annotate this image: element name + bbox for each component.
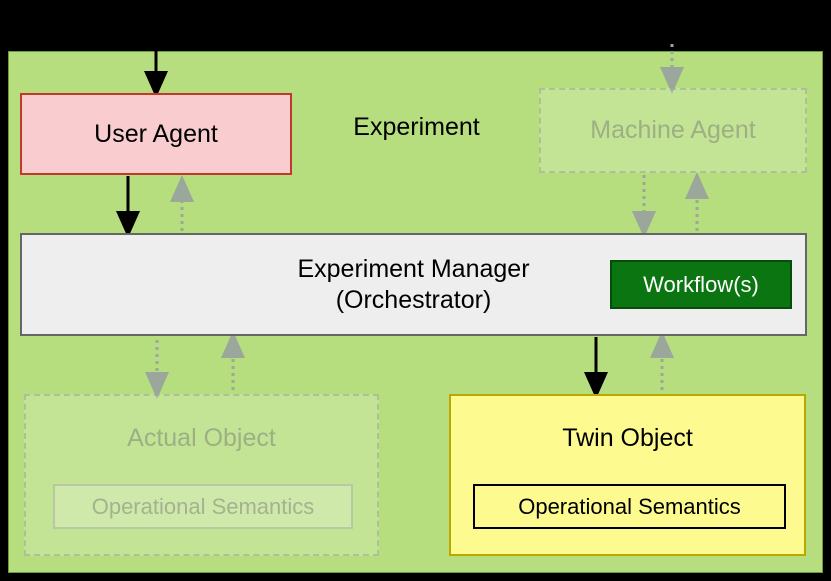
node-experiment-manager-line2: (Orchestrator) bbox=[335, 285, 492, 314]
node-twin-object-operational-semantics[interactable]: Operational Semantics bbox=[473, 484, 786, 529]
node-user-agent[interactable]: User Agent bbox=[20, 93, 292, 175]
node-actual-object-operational-semantics-label: Operational Semantics bbox=[91, 493, 315, 519]
node-twin-object[interactable]: Twin Object Operational Semantics bbox=[449, 394, 806, 556]
node-twin-object-operational-semantics-label: Operational Semantics bbox=[518, 493, 741, 519]
node-actual-object-operational-semantics[interactable]: Operational Semantics bbox=[53, 484, 353, 529]
node-machine-agent[interactable]: Machine Agent bbox=[539, 88, 807, 173]
node-workflows-label: Workflow(s) bbox=[643, 271, 759, 297]
node-experiment-manager-line1: Experiment Manager bbox=[297, 255, 530, 283]
panel-title: Experiment bbox=[353, 113, 480, 141]
node-experiment-manager[interactable]: Experiment Manager (Orchestrator) bbox=[20, 233, 807, 336]
node-user-agent-label: User Agent bbox=[94, 119, 218, 148]
node-twin-object-label: Twin Object bbox=[562, 424, 693, 452]
node-machine-agent-label: Machine Agent bbox=[590, 116, 756, 144]
node-actual-object-label: Actual Object bbox=[127, 424, 276, 452]
node-actual-object[interactable]: Actual Object Operational Semantics bbox=[24, 394, 379, 556]
node-workflows[interactable]: Workflow(s) bbox=[610, 260, 792, 309]
